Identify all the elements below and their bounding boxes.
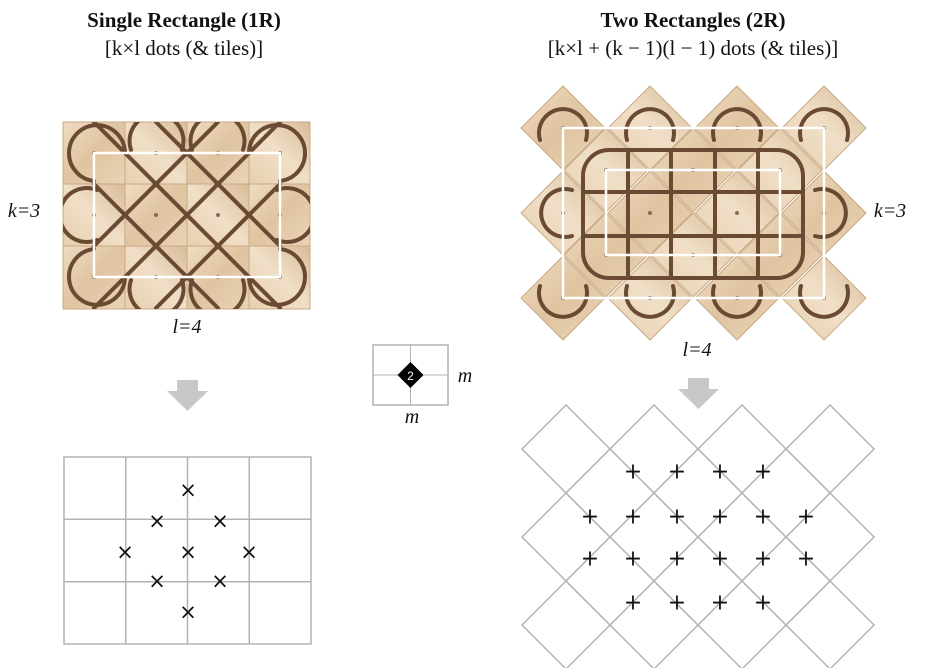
right-overlay-rectangle-outer	[561, 126, 826, 300]
right-k-label: k=3	[873, 200, 907, 222]
left-down-arrow-icon	[167, 380, 208, 411]
left-wood-board	[62, 121, 311, 310]
left-overlay-rectangle	[92, 151, 282, 279]
left-grid-marker: ×	[179, 478, 197, 502]
left-grid-marker: ×	[116, 540, 134, 564]
right-grid-marker: +	[797, 547, 815, 572]
right-grid-marker: +	[754, 460, 772, 485]
right-grid-marker: +	[668, 460, 686, 485]
left-grid-marker: ×	[148, 509, 166, 533]
right-wood-board	[520, 85, 867, 341]
right-grid-marker: +	[668, 591, 686, 616]
right-overlay-rectangle-inner	[604, 168, 782, 257]
legend-diamond-badge	[397, 362, 424, 388]
right-grid-marker: +	[754, 505, 772, 530]
left-subtitle: [k×l dots (& tiles)]	[104, 36, 264, 60]
left-grid-marker: ×	[240, 540, 258, 564]
right-grid-marker: +	[711, 505, 729, 530]
right-grid	[520, 403, 876, 668]
left-title: Single Rectangle (1R)	[87, 8, 281, 32]
right-grid-marker: +	[624, 460, 642, 485]
right-grid-marker: +	[581, 547, 599, 572]
right-grid-markers: + + + + + + + + + + + + + + + + + + + +	[581, 460, 815, 616]
legend-right-label: m	[457, 365, 473, 387]
legend-bottom-label: m	[404, 406, 420, 428]
right-down-arrow-icon	[678, 378, 719, 409]
right-grid-marker: +	[668, 505, 686, 530]
legend-badge-value: 2	[407, 369, 414, 383]
right-grid-marker: +	[624, 505, 642, 530]
right-grid-marker: +	[581, 505, 599, 530]
right-grid-marker: +	[624, 591, 642, 616]
right-subtitle: [k×l + (k − 1)(l − 1) dots (& tiles)]	[547, 36, 839, 60]
left-grid-markers: × × × × × × × × ×	[116, 478, 258, 624]
left-grid-marker: ×	[211, 509, 229, 533]
right-title: Two Rectangles (2R)	[600, 8, 786, 32]
right-l-label: l=4	[682, 339, 712, 361]
right-grid-marker: +	[754, 591, 772, 616]
right-grid-marker: +	[668, 547, 686, 572]
left-grid-marker: ×	[179, 540, 197, 564]
right-grid-marker: +	[711, 547, 729, 572]
right-grid-marker: +	[711, 460, 729, 485]
right-grid-marker: +	[754, 547, 772, 572]
right-grid-marker: +	[711, 591, 729, 616]
right-grid-marker: +	[797, 505, 815, 530]
left-grid-marker: ×	[179, 600, 197, 624]
left-k-label: k=3	[7, 200, 41, 222]
left-l-label: l=4	[172, 316, 202, 338]
left-grid-marker: ×	[211, 569, 229, 593]
left-grid	[63, 456, 312, 645]
legend-cell: 2	[372, 344, 449, 406]
left-grid-marker: ×	[148, 569, 166, 593]
right-grid-marker: +	[624, 547, 642, 572]
